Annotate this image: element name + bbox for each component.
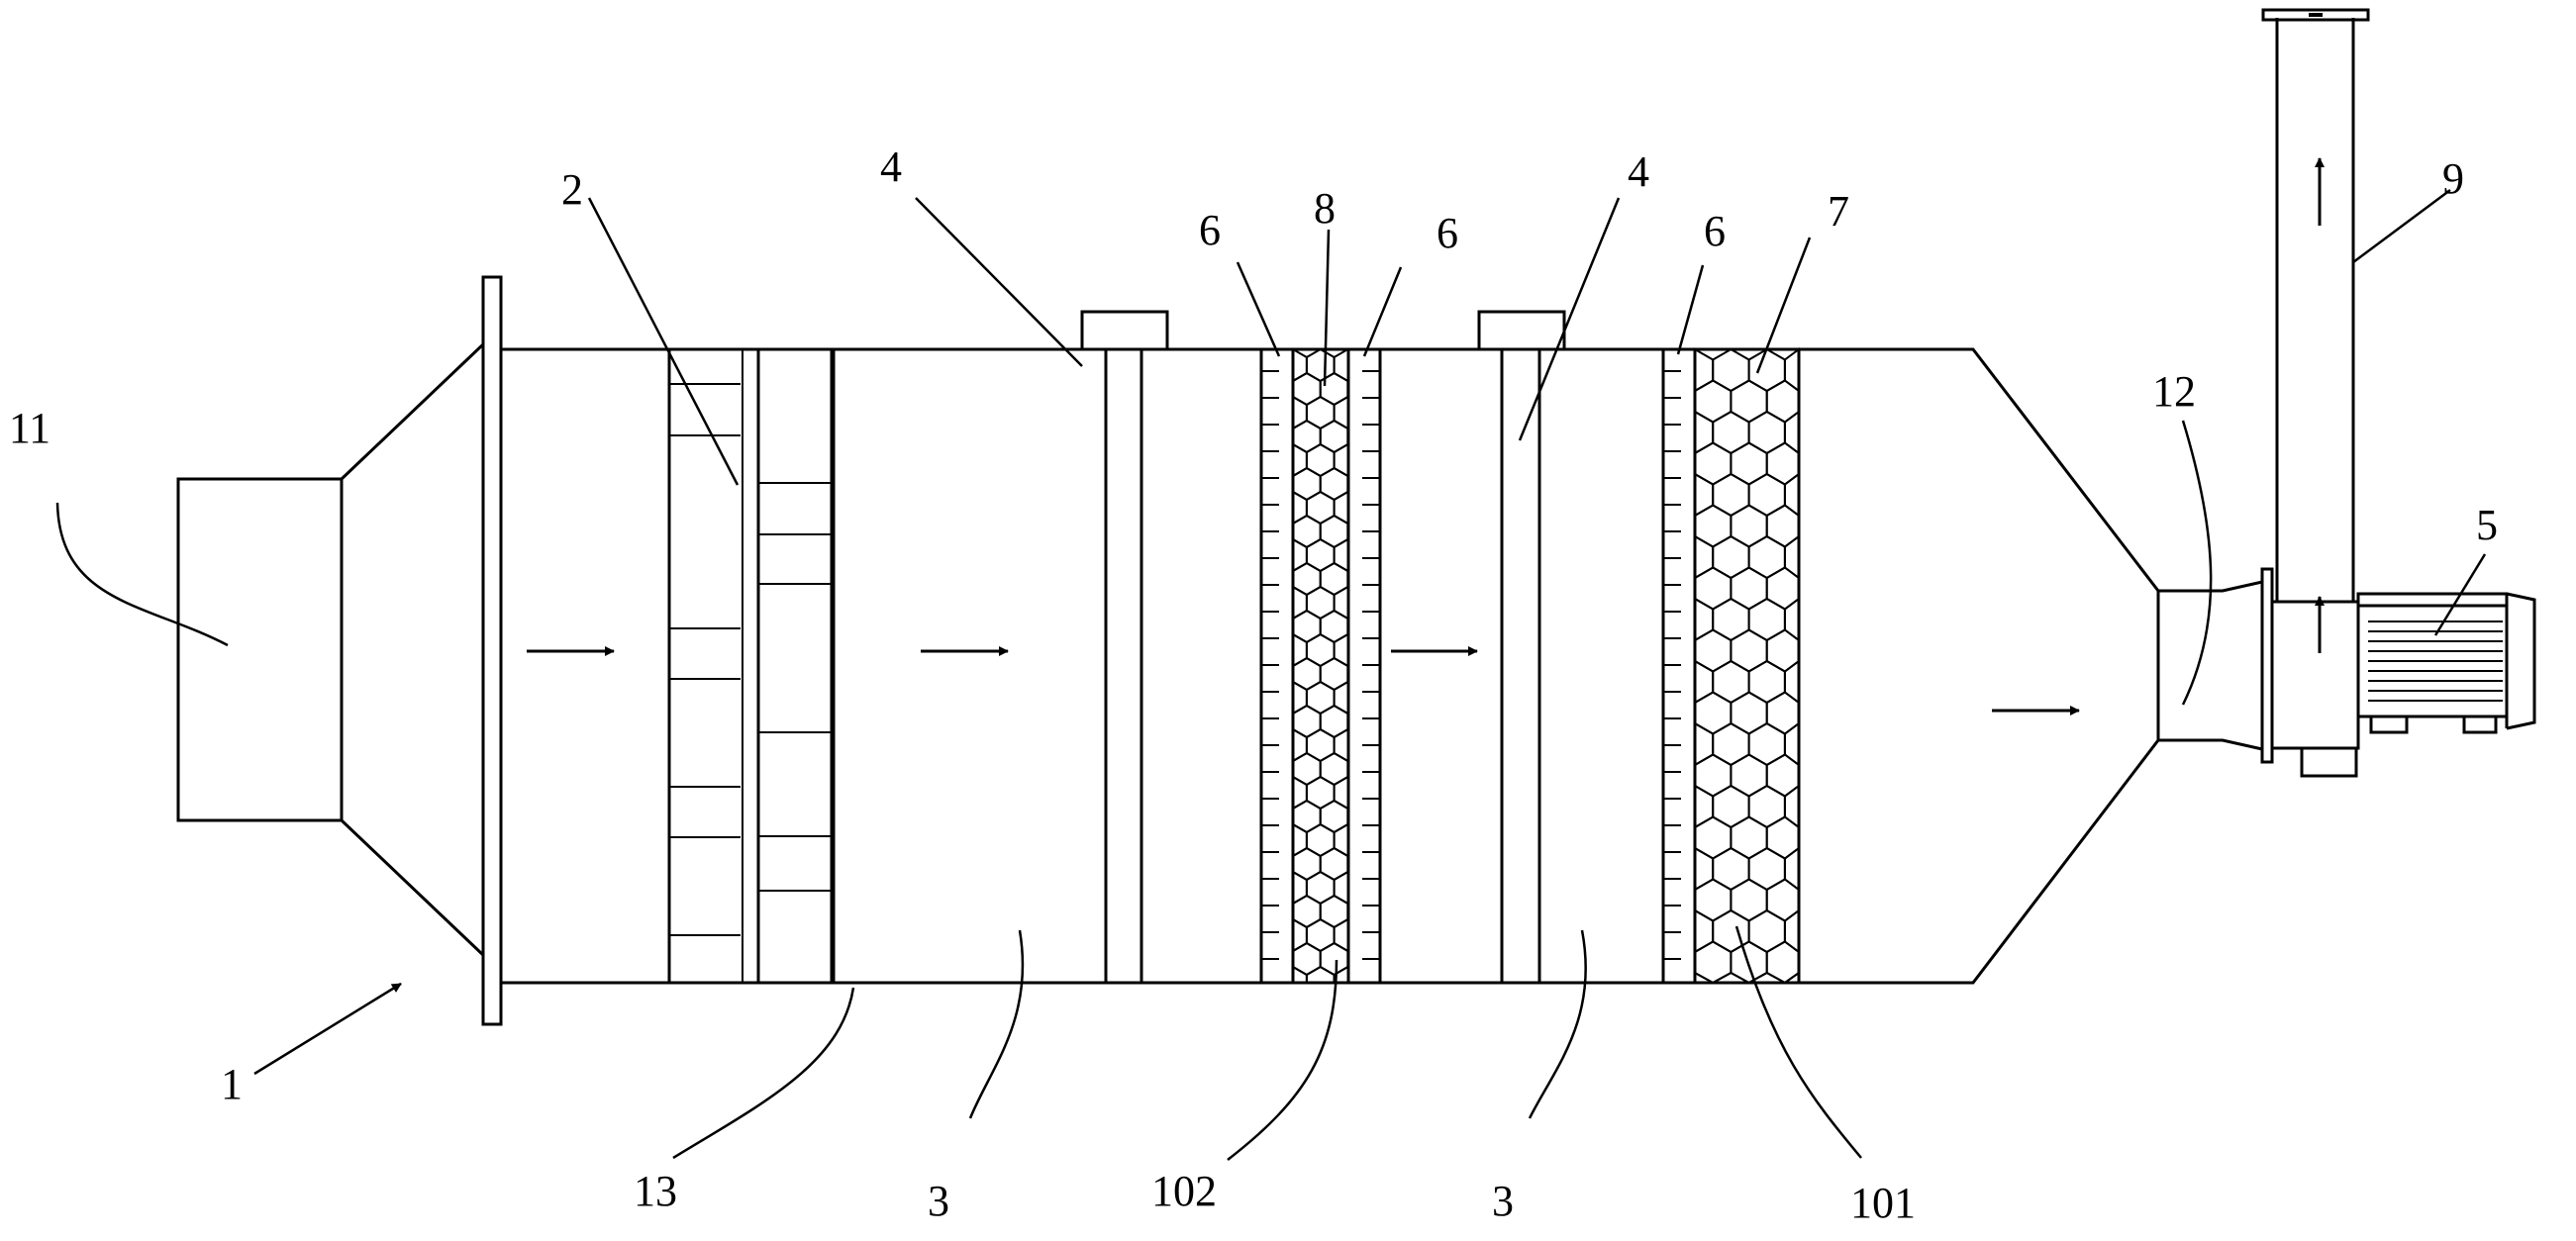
outlet-flange bbox=[2260, 567, 2274, 764]
leader-8 bbox=[1323, 229, 1331, 387]
honeycomb-cell bbox=[1305, 965, 1336, 984]
grid-plate-slats bbox=[1261, 370, 1681, 960]
leader-3a bbox=[968, 929, 1025, 1119]
label-2: 2 bbox=[561, 165, 583, 214]
fan-base bbox=[2300, 746, 2358, 778]
top-port-2 bbox=[1477, 310, 1566, 351]
motor bbox=[2356, 592, 2536, 734]
baffle-plates bbox=[667, 349, 836, 983]
leader-1 bbox=[253, 982, 402, 1076]
inlet-cone bbox=[340, 342, 485, 957]
leader-lines bbox=[55, 188, 2487, 1161]
label-5: 5 bbox=[2476, 501, 2498, 549]
label-6a: 6 bbox=[1199, 206, 1221, 254]
leader-7 bbox=[1755, 237, 1812, 374]
inlet-duct bbox=[176, 477, 344, 822]
label-4b: 4 bbox=[1628, 147, 1649, 196]
honeycomb-cell bbox=[1712, 971, 1750, 984]
leader-102 bbox=[1227, 959, 1338, 1161]
honeycomb-cell bbox=[1781, 971, 1800, 984]
label-9: 9 bbox=[2442, 154, 2464, 203]
leader-6a bbox=[1236, 261, 1281, 357]
leader-4a bbox=[915, 197, 1083, 367]
leader-3b bbox=[1528, 929, 1587, 1119]
fan-housing bbox=[2272, 600, 2360, 750]
label-6c: 6 bbox=[1704, 207, 1726, 255]
label-102: 102 bbox=[1151, 1167, 1217, 1215]
label-7: 7 bbox=[1828, 187, 1849, 236]
label-3b: 3 bbox=[1492, 1177, 1514, 1225]
leader-6b bbox=[1362, 266, 1403, 357]
top-port-1 bbox=[1080, 310, 1169, 351]
honeycomb-cell bbox=[1292, 965, 1308, 984]
label-8: 8 bbox=[1314, 184, 1336, 233]
plate-4-second bbox=[1500, 347, 1541, 985]
flow-arrows bbox=[527, 157, 2325, 716]
label-101: 101 bbox=[1850, 1179, 1916, 1227]
leader-5 bbox=[2433, 553, 2487, 636]
label-3a: 3 bbox=[928, 1177, 949, 1225]
leader-2 bbox=[587, 197, 740, 486]
label-11: 11 bbox=[9, 404, 50, 452]
honeycomb-cells-8 bbox=[1292, 347, 1349, 984]
leader-4b bbox=[1518, 197, 1621, 441]
motor-cooling-fins bbox=[2368, 620, 2503, 702]
baffle-fins bbox=[669, 349, 834, 983]
honeycomb-cell bbox=[1694, 971, 1714, 984]
chimney-cap bbox=[2261, 8, 2370, 22]
leader-12 bbox=[2181, 420, 2213, 706]
leader-101 bbox=[1734, 925, 1862, 1159]
label-1: 1 bbox=[221, 1060, 243, 1108]
label-13: 13 bbox=[634, 1167, 677, 1215]
leader-9 bbox=[2352, 188, 2451, 264]
plate-4-first bbox=[1104, 347, 1143, 985]
honeycomb-cells-7 bbox=[1694, 347, 1800, 985]
leader-6c bbox=[1676, 264, 1705, 355]
main-housing bbox=[501, 347, 2160, 985]
inlet-flange bbox=[481, 275, 503, 1026]
label-6b: 6 bbox=[1437, 209, 1458, 257]
leader-11 bbox=[55, 502, 229, 647]
label-4a: 4 bbox=[880, 143, 902, 191]
label-12: 12 bbox=[2152, 367, 2196, 416]
leader-13 bbox=[672, 987, 855, 1160]
